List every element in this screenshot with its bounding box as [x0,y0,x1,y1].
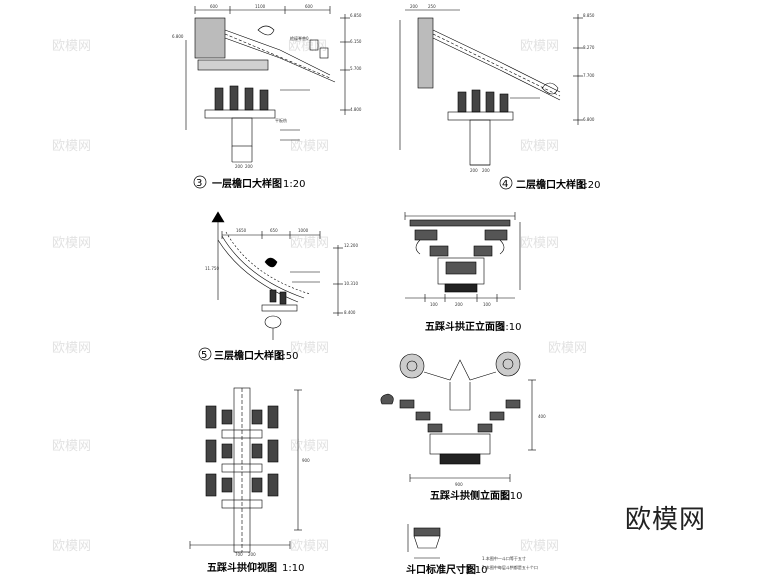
watermark: 欧模网 [290,139,329,154]
watermark: 欧模网 [52,341,91,356]
dimension-labels-d6: 100 200 100 [430,302,491,307]
drawing-scale: 1:20 [578,180,600,191]
elevation-label: 6.800 [172,34,184,39]
svg-text:平板枋: 平板枋 [275,117,287,123]
drawing-number-circle [193,175,207,189]
elevation-label: 6.800 [583,117,595,122]
drawing-title: 三层檐口大样图 [214,349,284,362]
watermark: 欧模网 [290,341,329,356]
dimension-label: 1000 [298,228,309,233]
elevation-label: 10.310 [344,281,358,286]
caption-d9: 斗口标准尺寸图 1:10 [406,563,487,576]
elevation-label: 8.270 [583,45,595,50]
watermark: 欧模网 [548,341,587,356]
dimension-label: 200 [482,168,490,173]
drawing-title: 五踩斗拱仰视图 [207,561,277,574]
dimension-label: 700 [235,552,243,557]
drawing-title: 二层檐口大样图 [516,178,586,191]
caption-d7: 五踩斗拱仰视图 1:10 [207,561,304,574]
drawing-title: 五踩斗拱正立面图 [425,320,505,333]
drawing-scale: 1:10 [465,565,487,576]
drawing-scale: 1:10 [282,563,304,574]
watermark: 欧模网 [290,236,329,251]
dimension-label: 200 [455,302,463,307]
drawing-number: 5 [201,350,207,361]
bracket-bottom-view [189,387,302,553]
elevation-labels-d4: 8.850 8.270 7.700 6.800 200 250 200 200 [410,4,595,173]
dimension-label: 400 [538,414,546,419]
dimension-label: 200 [235,164,243,169]
brand-logo: 欧模网 [625,505,706,535]
notes: 1.本图中一斗口等于五寸 2.本图中每层斗拱都是五十个口 [482,555,538,570]
elevation-label: 8.400 [344,310,356,315]
elevation-label: 12.200 [344,243,358,248]
drawing-title: 五踩斗拱侧立面图 [430,489,510,502]
dimension-label: 100 [483,302,491,307]
watermark: 欧模网 [520,39,559,54]
eave-detail-1: 檐檩脊兽0 平板枋 [185,6,350,163]
elevation-labels-d3: 6.850 6.150 5.700 4.800 6.800 600 1100 6… [172,4,362,169]
note-line: 1.本图中一斗口等于五寸 [482,555,526,561]
bracket-side-elevation [380,351,536,482]
elevation-labels-d5: 12.200 10.310 11.750 8.400 1650 650 1000 [205,228,358,315]
elevation-label: 6.150 [350,39,362,44]
dimension-label: 650 [270,228,278,233]
dimension-label: 200 [245,164,253,169]
dimension-label: 1650 [236,228,247,233]
watermark: 欧模网 [520,139,559,154]
caption-d6: 五踩斗拱正立面图 1:10 [425,320,521,333]
dimension-labels-d8: 900 400 [455,414,546,487]
watermark: 欧模网 [52,236,91,251]
dimension-label: 100 [430,302,438,307]
drawing-title: 一层檐口大样图 [212,177,282,190]
elevation-label: 8.850 [583,13,595,18]
watermark: 欧模网 [52,39,91,54]
dimension-label: 600 [210,4,218,9]
watermark: 欧模网 [52,139,91,154]
elevation-label: 5.700 [350,66,362,71]
doukou-standard [407,524,441,559]
bracket-front-elevation [404,212,521,302]
caption-d8: 五踩斗拱侧立面图 1:10 [430,489,522,502]
caption-d5: 5 三层檐口大样图 1:50 [198,347,298,362]
drawing-number-circle [198,347,212,361]
drawing-title: 斗口标准尺寸图 [406,563,476,576]
eave-detail-3 [211,211,343,340]
watermark: 欧模网 [52,439,91,454]
svg-text:檐檩脊兽0: 檐檩脊兽0 [290,35,309,41]
drawing-scale: 1:20 [283,179,305,190]
caption-d3: 3 一层檐口大样图 1:20 [193,175,305,190]
watermark: 欧模网 [290,539,329,554]
drawing-scale: 1:50 [276,351,298,362]
dimension-label: 200 [470,168,478,173]
drawing-scale: 1:10 [500,491,522,502]
drawing-number: 4 [502,179,508,190]
dimension-label: 250 [428,4,436,9]
watermark: 欧模网 [520,539,559,554]
dimension-label: 600 [305,4,313,9]
elevation-label: 6.850 [350,13,362,18]
watermark: 欧模网 [290,439,329,454]
watermark: 欧模网 [288,39,327,54]
elevation-label: 4.800 [350,107,362,112]
dimension-labels-d7: 700 200 900 [235,458,310,557]
dimension-label: 900 [302,458,310,463]
note-line: 2.本图中每层斗拱都是五十个口 [482,564,538,570]
eave-detail-2 [399,9,583,166]
elevation-label: 11.750 [205,266,219,271]
drawing-number-circle [499,176,513,190]
watermark: 欧模网 [52,539,91,554]
dimension-label: 200 [410,4,418,9]
watermark-layer: 欧模网 欧模网 欧模网 欧模网 欧模网 欧模网 欧模网 欧模网 欧模网 欧模网 … [52,39,587,554]
watermark: 欧模网 [520,236,559,251]
dimension-label: 200 [248,552,256,557]
caption-d4: 4 二层檐口大样图 1:20 [499,176,600,191]
dimension-label: 1100 [255,4,266,9]
drawing-number: 3 [196,178,202,189]
drawing-scale: 1:10 [499,322,521,333]
elevation-label: 7.700 [583,73,595,78]
dimension-label: 900 [455,482,463,487]
